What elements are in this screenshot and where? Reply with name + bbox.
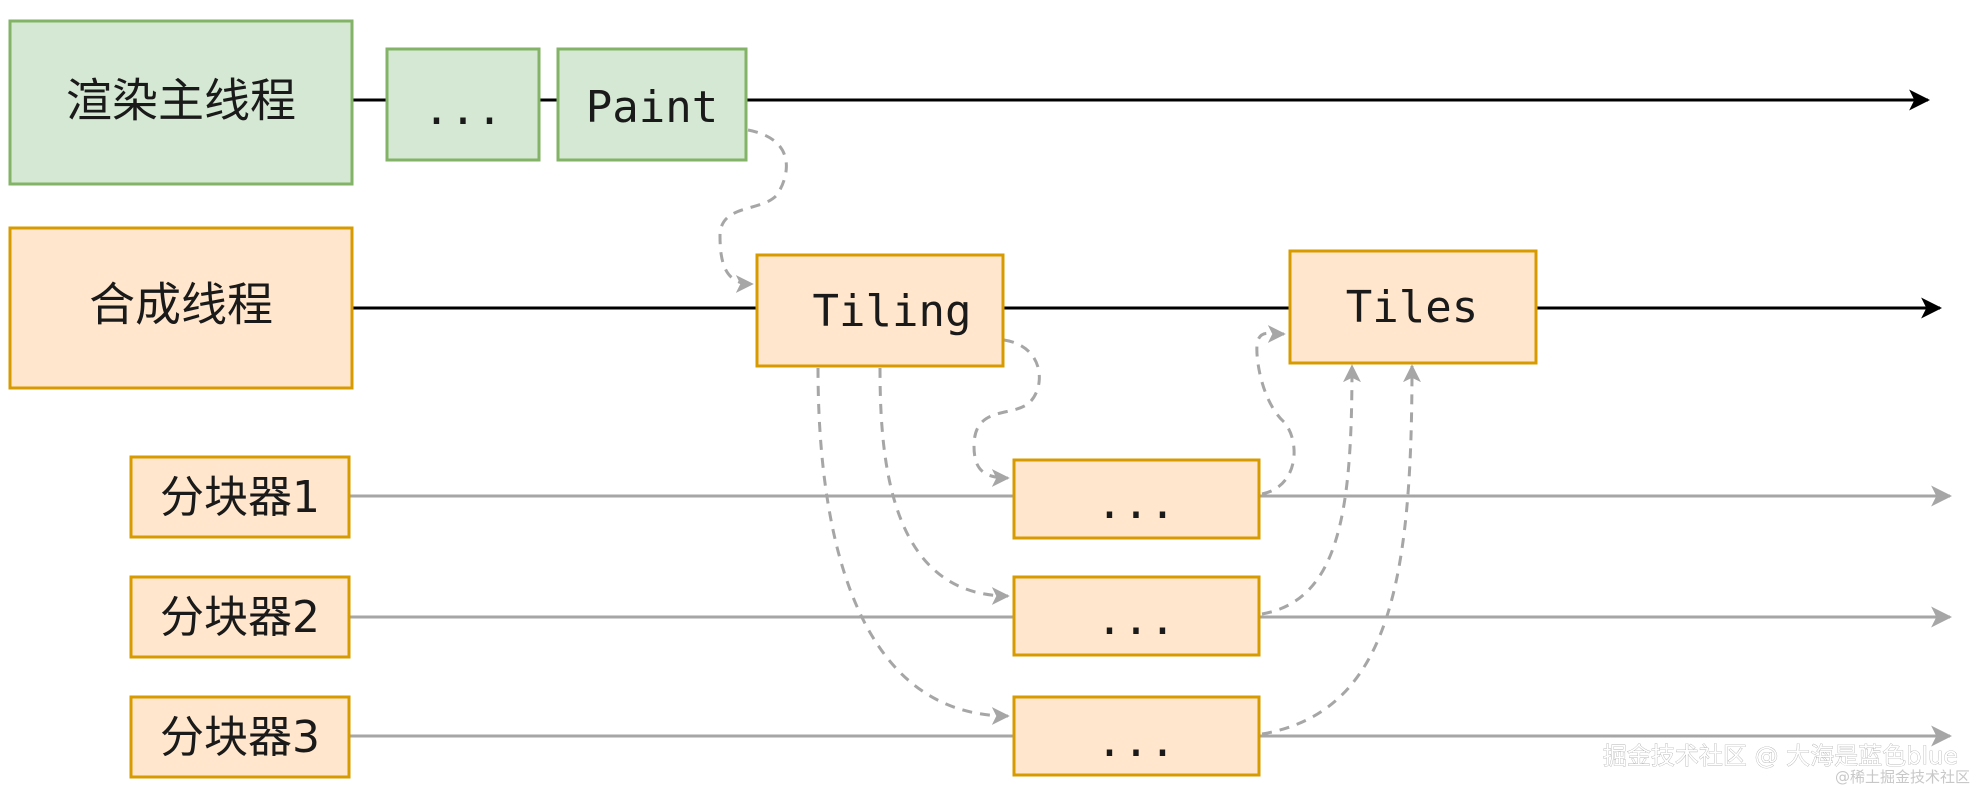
rasterizer-2-lane: 分块器2 ...: [129, 575, 1261, 659]
rasterizer-3-lane: 分块器3 ...: [129, 695, 1261, 779]
rasterizer-1-label-box: [129, 455, 351, 539]
rasterizer-3-to-tiles-arrow: [1261, 364, 1421, 736]
rasterizer-2-label: 分块器2: [160, 592, 320, 643]
watermark-text: 掘金技术社区 @ 大海是蓝色blue: [1603, 742, 1958, 770]
rasterizer-3-label-box: [129, 695, 351, 779]
rasterizer-1-label: 分块器1: [160, 472, 320, 523]
tiling-to-rasterizer-3-arrow: [816, 367, 1010, 725]
main-thread-label-box: [8, 19, 354, 186]
main-thread-label: 渲染主线程: [66, 74, 296, 128]
tiling-label: Tiling: [813, 286, 972, 337]
rasterizer-3-task: ...: [1096, 716, 1175, 767]
tiles-box: [1288, 249, 1538, 365]
rasterizer-3-task-box: [1012, 695, 1261, 777]
rasterizer-2-to-tiles-arrow: [1261, 364, 1361, 616]
rasterizer-1-task-box: [1012, 458, 1261, 540]
main-thread-ellipsis-box: [385, 47, 541, 162]
rasterizer-2-task-box: [1012, 575, 1261, 657]
compositor-label: 合成线程: [89, 278, 273, 332]
watermark-subtext: @稀土掘金技术社区: [1835, 768, 1970, 786]
main-thread-lane: 渲染主线程 ... Paint: [8, 19, 748, 186]
tiling-box: [755, 253, 1005, 368]
tiling-to-rasterizer-2-arrow: [878, 367, 1010, 605]
compositor-label-box: [8, 226, 354, 390]
rasterizer-1-task: ...: [1096, 478, 1175, 529]
rasterizer-1-lane: 分块器1 ...: [129, 455, 1261, 540]
main-thread-ellipsis: ...: [423, 84, 502, 135]
paint-label: Paint: [586, 82, 718, 133]
paint-box: [556, 47, 748, 162]
compositor-lane: 合成线程 Tiling Tiles: [8, 226, 1538, 390]
rasterizer-2-task: ...: [1096, 594, 1175, 645]
rasterizer-2-label-box: [129, 575, 351, 659]
tiles-label: Tiles: [1346, 282, 1478, 333]
tiling-to-rasterizer-1-arrow: [972, 338, 1041, 487]
rasterizer-1-to-tiles-arrow: [1255, 324, 1296, 496]
rasterizer-3-label: 分块器3: [160, 712, 320, 763]
